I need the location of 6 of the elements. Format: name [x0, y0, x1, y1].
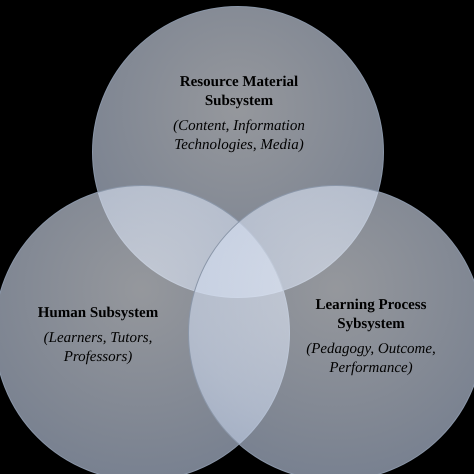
subsystem-title: Learning Process Sybsystem — [314, 296, 428, 334]
subsystem-description: (Learners, Tutors, Professors) — [42, 329, 154, 367]
subsystem-description: (Pedagogy, Outcome, Performance) — [305, 340, 437, 378]
subsystem-title: Human Subsystem — [36, 304, 160, 323]
subsystem-title: Resource Material Subsystem — [178, 73, 300, 111]
subsystem-description: (Content, Information Technologies, Media) — [172, 117, 306, 155]
